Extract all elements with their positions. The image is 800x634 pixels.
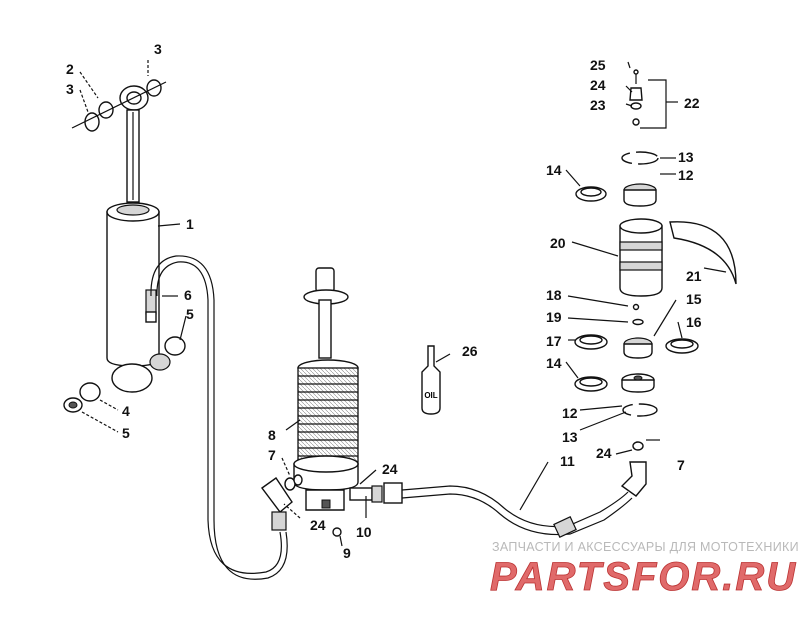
elbow-fitting-left <box>261 477 293 514</box>
callout-4: 4 <box>122 403 130 419</box>
middle-shock-assembly <box>261 267 403 537</box>
oil-bottle-body <box>421 345 441 415</box>
fitting-10 <box>349 487 373 501</box>
callout-1: 1 <box>186 216 194 232</box>
callout-24-right: 24 <box>596 445 612 461</box>
watermark-logo-text: PARTSFOR.RU <box>490 555 797 599</box>
callout-11: 11 <box>560 453 575 469</box>
callout-18: 18 <box>546 287 562 303</box>
callout-5-lower: 5 <box>122 425 130 441</box>
callout-20: 20 <box>550 235 566 251</box>
callout-17: 17 <box>546 333 562 349</box>
callout-23: 23 <box>590 97 606 113</box>
callout-16: 16 <box>686 314 702 330</box>
snap-ring-13-lower <box>622 403 658 417</box>
callout-12-top: 12 <box>678 167 694 183</box>
callout-3-left: 3 <box>66 81 74 97</box>
snap-ring-13-top <box>621 151 659 165</box>
callout-24-middle: 24 <box>382 461 398 477</box>
callout-15: 15 <box>686 291 702 307</box>
middle-top-eye <box>315 267 335 293</box>
callout-8: 8 <box>268 427 276 443</box>
left-shock-assembly <box>63 79 186 413</box>
watermark-logo: PARTSFOR.RU <box>490 555 797 600</box>
oil-bottle: OIL <box>421 345 441 415</box>
callout-13-lower: 13 <box>562 429 578 445</box>
valve-cap-25 <box>633 69 639 75</box>
callout-22: 22 <box>684 95 700 111</box>
callout-2: 2 <box>66 61 74 77</box>
callout-3-top: 3 <box>154 41 162 57</box>
callout-6: 6 <box>184 287 192 303</box>
reservoir-cylinder-20 <box>619 225 663 297</box>
bushing-4 <box>79 382 101 402</box>
leader-lines <box>79 60 727 547</box>
callout-12-lower: 12 <box>562 405 578 421</box>
elbow-fitting-right <box>620 461 647 497</box>
valve-9 <box>332 527 342 537</box>
bushing-5 <box>164 336 186 356</box>
washer-23 <box>630 102 642 110</box>
valve-core-24 <box>629 87 643 101</box>
callout-24-left: 24 <box>310 517 326 533</box>
callout-14-lower: 14 <box>546 355 562 371</box>
callout-labels: 1 2 3 3 4 5 5 6 7 7 8 9 10 11 12 12 13 1… <box>66 41 702 561</box>
callout-24-top: 24 <box>590 77 606 93</box>
o-ring-24 <box>632 441 644 451</box>
clamp-21 <box>669 221 737 285</box>
callout-21: 21 <box>686 268 702 284</box>
spacer-2 <box>98 101 114 119</box>
callout-26: 26 <box>462 343 478 359</box>
callout-7-right: 7 <box>677 457 685 473</box>
bottom-eye <box>111 363 153 393</box>
callout-25: 25 <box>590 57 606 73</box>
callout-14-top: 14 <box>546 162 562 178</box>
callout-19: 19 <box>546 309 562 325</box>
o-ring-18 <box>632 303 640 311</box>
washer-19 <box>632 318 644 326</box>
callout-10: 10 <box>356 524 372 540</box>
callout-5-right: 5 <box>186 306 194 322</box>
hose-11 <box>401 485 629 528</box>
callout-9: 9 <box>343 545 351 561</box>
middle-shaft <box>318 299 332 359</box>
reservoir-assembly <box>574 69 737 497</box>
callout-7-left: 7 <box>268 447 276 463</box>
hose-6 <box>150 255 288 580</box>
callout-13-top: 13 <box>678 149 694 165</box>
oil-bottle-label: OIL <box>424 391 437 400</box>
watermark-tagline: ЗАПЧАСТИ И АКСЕССУАРЫ ДЛЯ МОТОТЕХНИКИ <box>492 540 799 554</box>
